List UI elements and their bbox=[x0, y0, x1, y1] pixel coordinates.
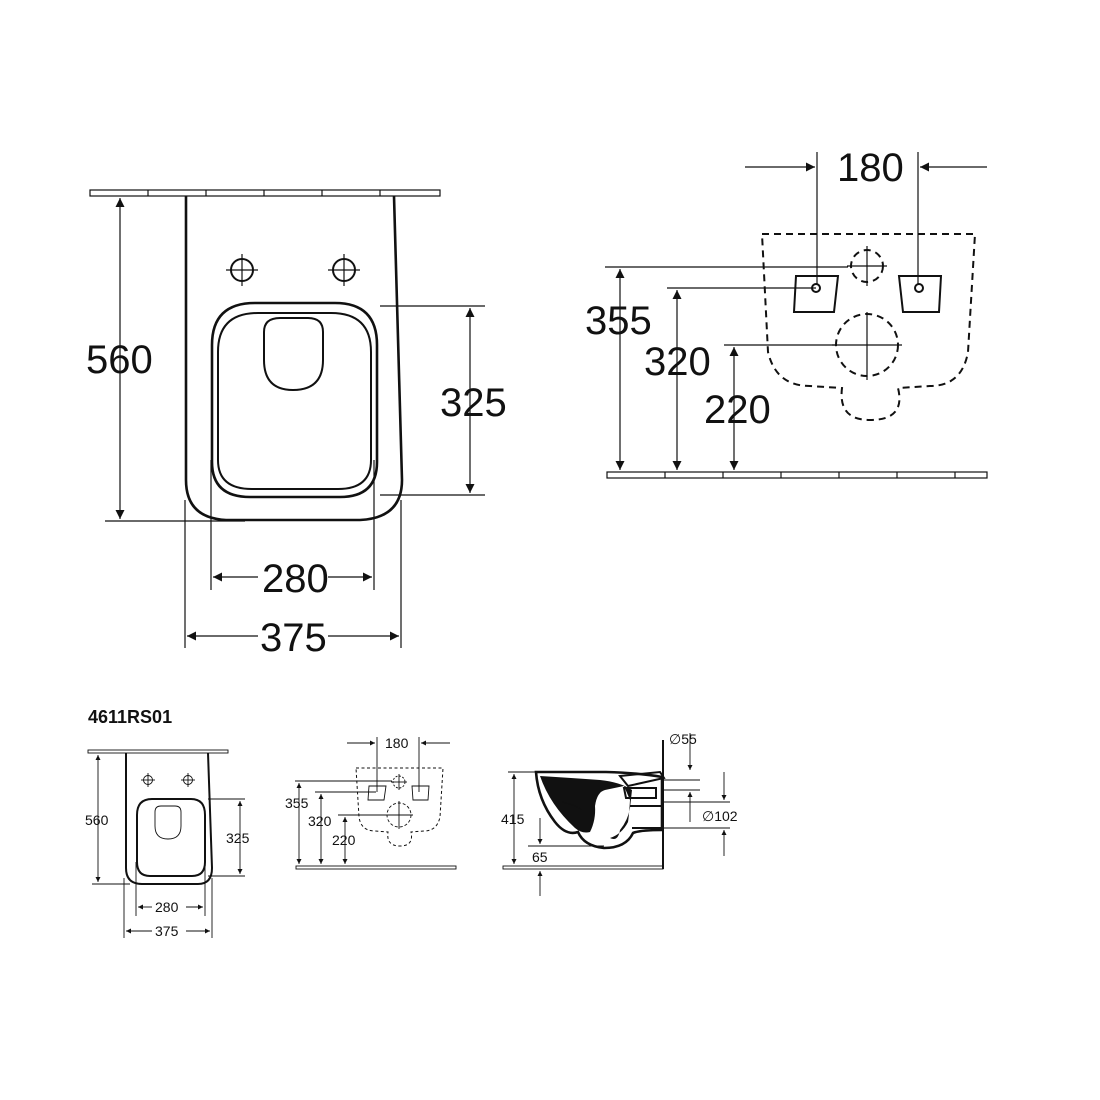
bowl-dashed-outline bbox=[760, 233, 977, 422]
fixing-hole-right bbox=[328, 254, 360, 286]
dim-bolt-height: 355 bbox=[585, 299, 652, 343]
outlet-dashed-circle bbox=[832, 312, 902, 380]
dim-outlet-height: 320 bbox=[644, 340, 711, 384]
small-side-view: ∅55 415 ∅102 65 bbox=[501, 731, 738, 896]
upper-center-hole bbox=[847, 246, 887, 286]
bowl-outline bbox=[184, 195, 404, 522]
small-dim-outlet-height: 320 bbox=[308, 813, 332, 829]
small-dim-outlet-diameter: ∅102 bbox=[702, 808, 738, 824]
dim-seat-height: 325 bbox=[440, 381, 507, 425]
small-dim-inlet-diameter: ∅55 bbox=[669, 731, 697, 747]
side-bowl-outline bbox=[534, 770, 664, 850]
small-dim-bolt-spacing: 180 bbox=[385, 735, 409, 751]
small-dim-seat-height: 325 bbox=[226, 830, 250, 846]
large-rear-view: 180 355 320 220 bbox=[585, 146, 988, 479]
small-dim-height: 560 bbox=[85, 812, 109, 828]
small-dim-base-height: 220 bbox=[332, 832, 356, 848]
small-dim-bottom-offset: 65 bbox=[532, 849, 548, 865]
wall-strip bbox=[89, 189, 441, 197]
small-dim-bolt-height: 355 bbox=[285, 795, 309, 811]
small-dim-total-width: 375 bbox=[155, 923, 179, 939]
small-rear-view: 180 355 320 220 bbox=[285, 735, 457, 870]
dim-bolt-spacing: 180 bbox=[837, 146, 904, 190]
model-code: 4611RS01 bbox=[88, 707, 172, 727]
bowl-opening bbox=[263, 317, 324, 392]
dim-total-width: 375 bbox=[260, 616, 327, 660]
bracket-right bbox=[897, 275, 943, 313]
bracket-left bbox=[792, 275, 840, 313]
small-dim-side-height: 415 bbox=[501, 811, 525, 827]
dim-base-height: 220 bbox=[704, 388, 771, 432]
seat-outline bbox=[210, 301, 379, 499]
floor-strip bbox=[606, 471, 988, 479]
small-front-view: 560 325 280 375 bbox=[85, 749, 250, 939]
dim-seat-width: 280 bbox=[262, 557, 329, 601]
large-front-view: 560 325 280 375 bbox=[86, 189, 507, 660]
small-dim-seat-width: 280 bbox=[155, 899, 179, 915]
dim-height: 560 bbox=[86, 338, 153, 382]
fixing-hole-left bbox=[226, 254, 258, 286]
